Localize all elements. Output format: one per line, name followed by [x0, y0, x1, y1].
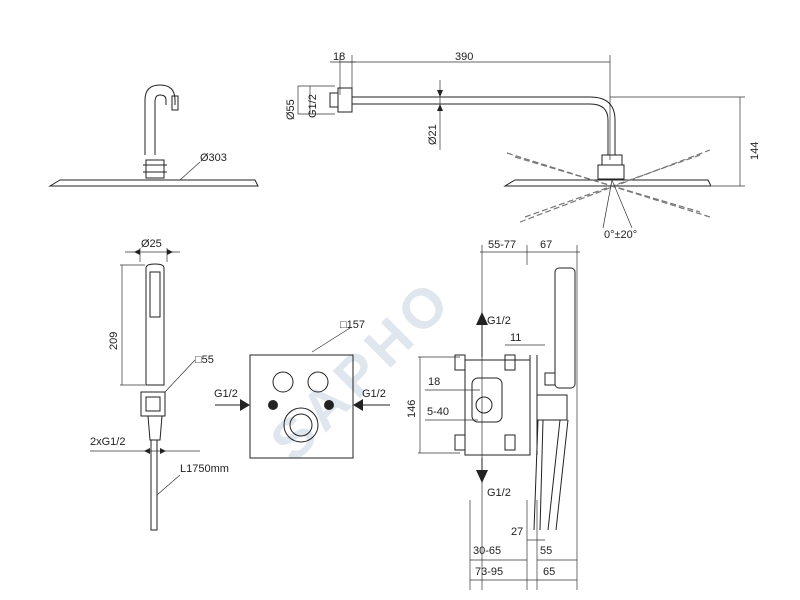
body-gap-label: 11: [510, 332, 521, 344]
holder-square-label: □55: [195, 354, 214, 366]
body-thread-up-label: G1/2: [487, 315, 511, 327]
watermark-text: SAPHO: [258, 266, 465, 473]
bottom-65-label: 65: [543, 566, 555, 578]
plate-left-thread-label: G1/2: [214, 388, 238, 400]
flange-dia-label: Ø55: [285, 99, 297, 120]
head-shower-front-view: Ø303: [48, 84, 259, 187]
plate-right-thread-label: G1/2: [362, 388, 386, 400]
hand-shower-view: Ø25 209 □55 2xG1/2 L1750mm: [90, 238, 229, 531]
concealed-body-section: 55-77 67 G1/2 G1/2 11 18 5-40 146: [406, 239, 580, 590]
bottom-55-label: 55: [540, 545, 552, 557]
arm-length-label: 390: [455, 51, 473, 63]
bottom-30-65-label: 30-65: [473, 545, 501, 557]
handle-length-label: 209: [108, 332, 120, 350]
swivel-label: 0°±20°: [604, 229, 637, 241]
handle-dia-label: Ø25: [141, 238, 162, 250]
body-height-label: 146: [406, 400, 418, 418]
pipe-dia-label: Ø21: [427, 124, 439, 145]
plate-square-label: □157: [340, 319, 365, 331]
body-depth-front-label: 67: [540, 239, 552, 251]
hose-threads-label: 2xG1/2: [90, 436, 125, 448]
body-offset-label: 18: [428, 376, 440, 388]
head-width-label: 18: [333, 51, 345, 63]
head-diameter-label: Ø303: [200, 152, 227, 164]
body-thread-down-label: G1/2: [487, 487, 511, 499]
shower-arm-side-view: 18 390 Ø55 G1/2 Ø21 144 0°±20°: [285, 51, 761, 241]
body-range-label: 5-40: [427, 406, 449, 418]
bottom-73-95-label: 73-95: [475, 566, 503, 578]
watermark: SAPHO: [258, 266, 465, 473]
hose-length-label: L1750mm: [180, 463, 229, 475]
bottom-27-label: 27: [511, 526, 523, 538]
control-plate-view: □157 G1/2 G1/2: [214, 319, 390, 459]
total-height-label: 144: [749, 142, 761, 160]
top-thread-label: G1/2: [307, 94, 319, 118]
body-depth-adjust-label: 55-77: [488, 239, 516, 251]
